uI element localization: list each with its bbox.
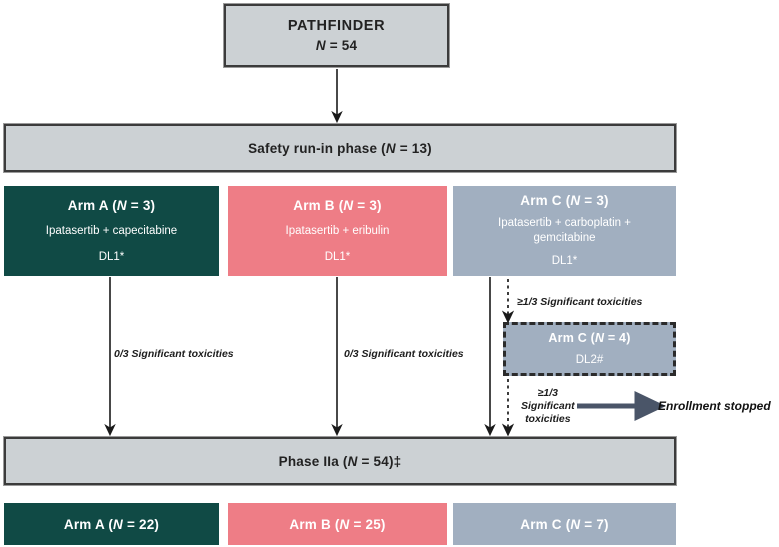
runin-arm-b-dose: DL1* bbox=[324, 250, 351, 263]
enrollment-stopped-label: Enrollment stopped bbox=[658, 399, 771, 413]
runin-arm-b-title: Arm B (N = 3) bbox=[293, 198, 382, 214]
phase-arm-b-title: Arm B (N = 25) bbox=[289, 516, 386, 532]
safety-runin-label: Safety run-in phase (N = 13) bbox=[248, 140, 432, 156]
escalation-arm-c-title: Arm C (N = 4) bbox=[548, 330, 631, 345]
phase-arm-c-box: Arm C (N = 7) bbox=[453, 503, 676, 545]
runin-arm-b-box: Arm B (N = 3) Ipatasertib + eribulin DL1… bbox=[228, 186, 447, 276]
safety-runin-bar: Safety run-in phase (N = 13) bbox=[3, 123, 677, 173]
arm-a-toxicity-label: 0/3 Significant toxicities bbox=[114, 348, 234, 360]
arm-c-toxicity-label-2: ≥1/3 Significant toxicities bbox=[521, 387, 575, 426]
arm-c-toxicity-label-1: ≥1/3 Significant toxicities bbox=[517, 296, 643, 308]
runin-arm-c-box: Arm C (N = 3) Ipatasertib + carboplatin … bbox=[453, 186, 676, 276]
runin-arm-c-dose: DL1* bbox=[551, 255, 578, 268]
phase-arm-a-title: Arm A (N = 22) bbox=[63, 516, 160, 532]
runin-arm-a-title: Arm A (N = 3) bbox=[67, 198, 156, 214]
arm-b-toxicity-label: 0/3 Significant toxicities bbox=[344, 348, 464, 360]
pathfinder-title-box: PATHFINDER N = 54 bbox=[223, 3, 450, 68]
phase-arm-c-title: Arm C (N = 7) bbox=[520, 516, 609, 532]
runin-arm-a-box: Arm A (N = 3) Ipatasertib + capecitabine… bbox=[4, 186, 219, 276]
runin-arm-a-dose: DL1* bbox=[98, 250, 125, 263]
runin-arm-c-regimen: Ipatasertib + carboplatin + gemcitabine bbox=[498, 217, 631, 244]
runin-arm-a-regimen: Ipatasertib + capecitabine bbox=[45, 225, 178, 238]
phase-iia-label: Phase IIa (N = 54)‡ bbox=[278, 453, 402, 469]
pathfinder-n: N = 54 bbox=[315, 38, 358, 53]
runin-arm-b-regimen: Ipatasertib + eribulin bbox=[285, 225, 390, 238]
phase-arm-a-box: Arm A (N = 22) bbox=[4, 503, 219, 545]
pathfinder-label: PATHFINDER bbox=[287, 18, 386, 34]
phase-iia-bar: Phase IIa (N = 54)‡ bbox=[3, 436, 677, 486]
runin-arm-c-title: Arm C (N = 3) bbox=[520, 193, 609, 209]
escalation-arm-c-box: Arm C (N = 4) DL2# bbox=[503, 322, 676, 376]
escalation-arm-c-dose: DL2# bbox=[575, 353, 604, 366]
phase-arm-b-box: Arm B (N = 25) bbox=[228, 503, 447, 545]
